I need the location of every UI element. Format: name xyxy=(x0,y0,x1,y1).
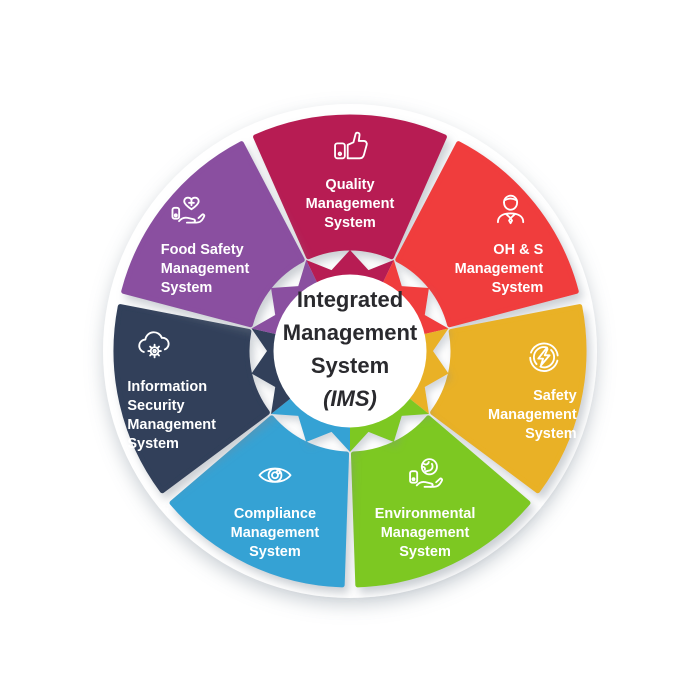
segment-foodsafety xyxy=(121,141,305,328)
segment-compliance xyxy=(169,415,350,588)
segment-ohs xyxy=(395,141,579,328)
segment-environmental xyxy=(350,415,531,588)
segment-quality xyxy=(253,114,447,260)
center-circle xyxy=(273,274,427,428)
center-starburst xyxy=(251,250,449,452)
